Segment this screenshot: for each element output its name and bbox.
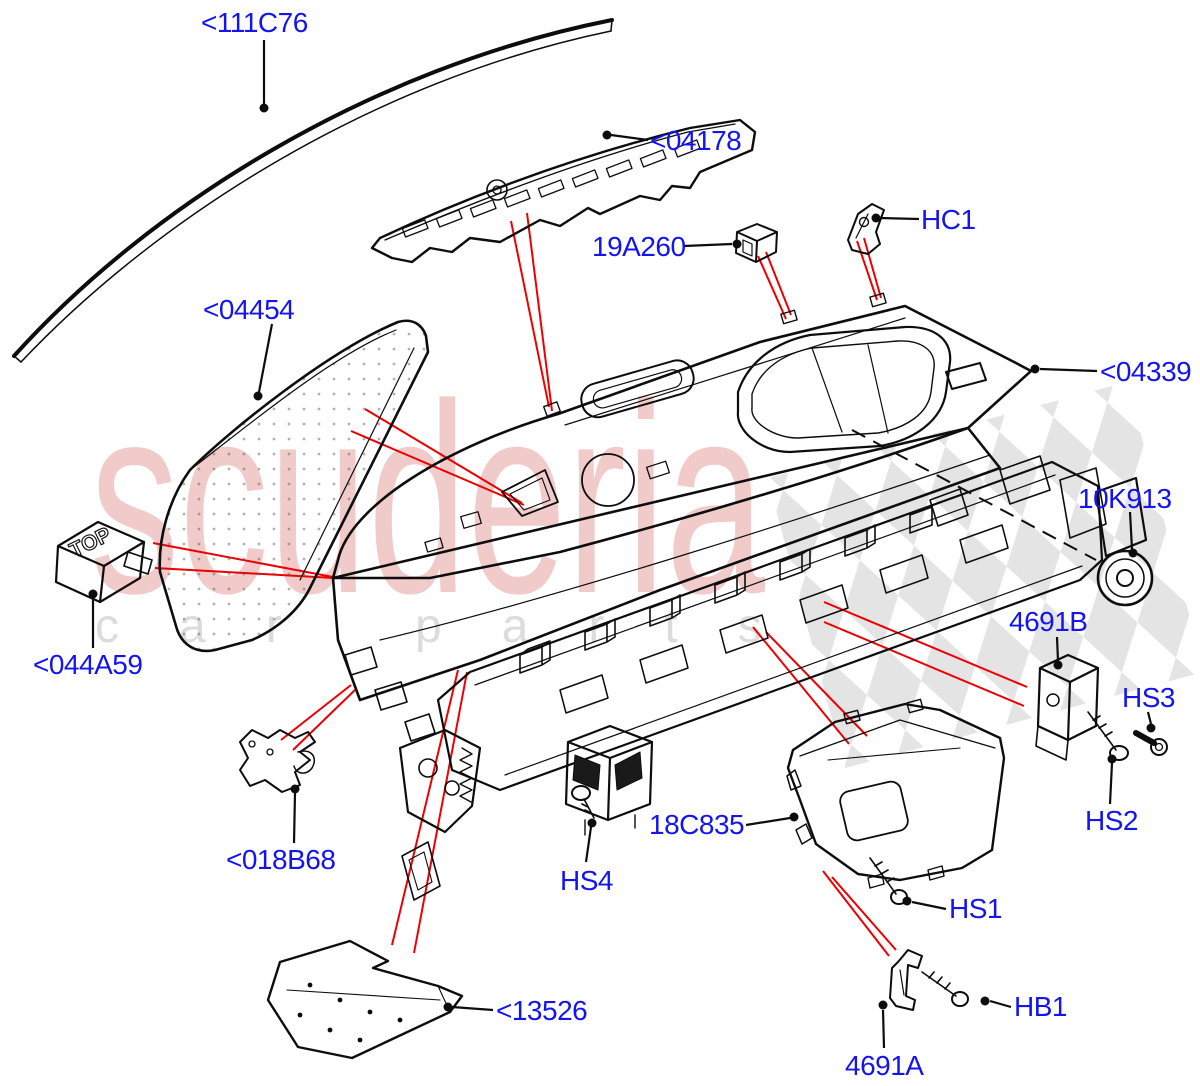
dashed-locator-line	[851, 429, 1097, 561]
part-label-HB1[interactable]: HB1	[1014, 991, 1067, 1022]
part-bracket-4691A	[889, 949, 923, 1011]
part-label-111C76[interactable]: <111C76	[201, 7, 308, 38]
leader-lines	[88, 40, 1156, 1049]
part-label-10K913[interactable]: 10K913	[1078, 483, 1172, 514]
part-insulator-panel-13526	[266, 939, 464, 1060]
part-bracket-HC1	[847, 203, 885, 255]
part-label-19A260[interactable]: 19A260	[592, 231, 686, 262]
part-label-HS1[interactable]: HS1	[949, 893, 1002, 924]
part-bracket-018B68	[239, 729, 316, 793]
screw-HB1	[921, 971, 969, 1007]
screw-HS2	[1087, 711, 1129, 761]
part-instrument-panel-04339	[331, 292, 1033, 901]
part-windshield-trim-111C76	[12, 18, 614, 363]
part-defroster-grille-04178	[370, 118, 757, 264]
part-label-04339[interactable]: <04339	[1100, 356, 1192, 387]
screw-HS4	[571, 785, 595, 819]
bolt-HS3	[1133, 730, 1168, 756]
part-label-04454[interactable]: <04454	[203, 294, 295, 325]
part-grommet-10K913	[1096, 549, 1154, 607]
part-speaker-grille-04454	[158, 319, 430, 653]
part-lower-panel-18C835	[786, 698, 1006, 889]
part-label-018B68[interactable]: <018B68	[226, 844, 336, 875]
part-clip-19A260	[735, 223, 778, 263]
part-label-044A59[interactable]: <044A59	[33, 649, 143, 680]
part-label-4691B[interactable]: 4691B	[1009, 606, 1088, 637]
part-label-HC1[interactable]: HC1	[921, 204, 976, 235]
checkered-flag-watermark	[767, 381, 1200, 769]
part-crossbeam-substructure	[398, 455, 1148, 836]
part-label-4691A[interactable]: 4691A	[845, 1050, 924, 1081]
part-label-18C835[interactable]: 18C835	[649, 809, 745, 840]
part-label-13526[interactable]: <13526	[496, 995, 588, 1026]
part-label-HS3[interactable]: HS3	[1122, 682, 1175, 713]
part-label-HS4[interactable]: HS4	[560, 865, 613, 896]
screw-HS1	[869, 857, 908, 905]
part-label-04178[interactable]: <04178	[650, 125, 742, 156]
part-label-HS2[interactable]: HS2	[1085, 805, 1138, 836]
